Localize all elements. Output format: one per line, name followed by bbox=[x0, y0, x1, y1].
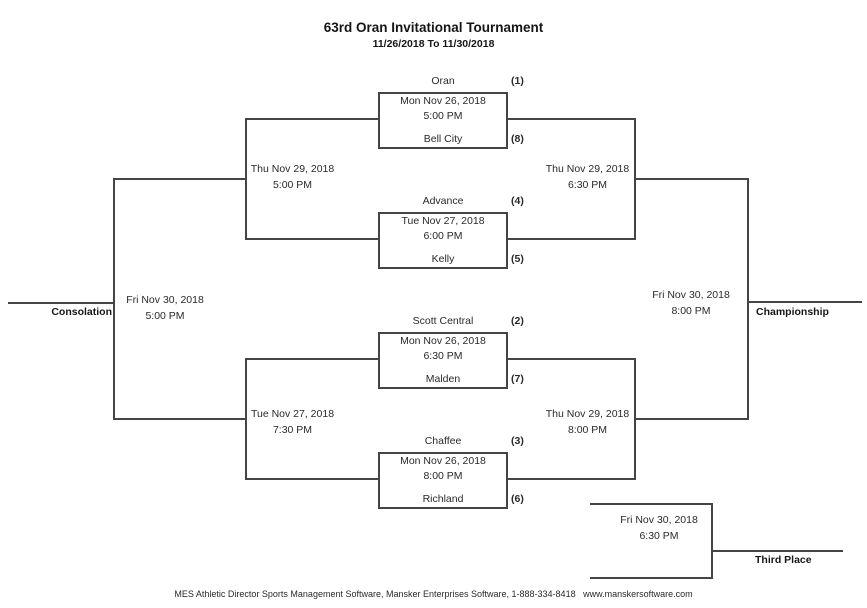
game-box bbox=[378, 212, 508, 269]
consolation-semi1-winner-line bbox=[113, 178, 247, 180]
game-date: Mon Nov 26, 2018 bbox=[400, 95, 486, 107]
team-name-top: Scott Central bbox=[412, 315, 474, 327]
game-date: Thu Nov 29, 2018 bbox=[250, 163, 335, 175]
game4-loser-line bbox=[245, 478, 378, 480]
game-date: Mon Nov 26, 2018 bbox=[400, 455, 486, 467]
software-credit-footer: MES Athletic Director Sports Management … bbox=[174, 589, 693, 599]
game4-winner-line bbox=[508, 478, 636, 480]
game-date: Fri Nov 30, 2018 bbox=[126, 294, 204, 306]
third-place-bracket-line bbox=[711, 503, 713, 579]
game-time: 6:00 PM bbox=[423, 230, 463, 242]
team-name-bottom: Bell City bbox=[423, 133, 463, 145]
game-date: Mon Nov 26, 2018 bbox=[400, 335, 486, 347]
round-label-consolation-semi-top: Thu Nov 29, 2018 5:00 PM bbox=[225, 161, 360, 193]
consolation-final-bracket-line bbox=[113, 178, 115, 420]
third-place-feeder-bottom-line bbox=[590, 577, 713, 579]
consolation-line bbox=[8, 302, 115, 304]
game-date: Thu Nov 29, 2018 bbox=[545, 163, 630, 175]
championship-line bbox=[747, 301, 862, 303]
game-time: 5:00 PM bbox=[423, 110, 463, 122]
game-time: 5:00 PM bbox=[272, 179, 313, 191]
championship-label: Championship bbox=[756, 306, 829, 318]
game3-winner-line bbox=[508, 358, 636, 360]
game-time: 7:30 PM bbox=[272, 424, 313, 436]
game-time: 8:00 PM bbox=[671, 305, 711, 317]
third-place-feeder-top-line bbox=[590, 503, 713, 505]
game3-loser-line bbox=[245, 358, 378, 360]
team-name-top: Oran bbox=[431, 75, 455, 87]
seed-number-top: (4) bbox=[511, 195, 524, 207]
seed-number-top: (2) bbox=[511, 315, 524, 327]
game1-winner-line bbox=[508, 118, 636, 120]
team-name-top: Chaffee bbox=[424, 435, 462, 447]
seed-number-bottom: (5) bbox=[511, 253, 524, 265]
third-place-label: Third Place bbox=[755, 554, 812, 566]
round-label-winners-semi-top: Thu Nov 29, 2018 6:30 PM bbox=[520, 161, 655, 193]
semifinal2-winner-line bbox=[634, 418, 749, 420]
semifinal1-winner-line bbox=[634, 178, 749, 180]
consolation-label: Consolation bbox=[51, 306, 112, 318]
game-box bbox=[378, 92, 508, 149]
team-name-bottom: Richland bbox=[422, 493, 464, 505]
game-date: Fri Nov 30, 2018 bbox=[652, 289, 730, 301]
game-time: 6:30 PM bbox=[423, 350, 463, 362]
championship-bracket-line bbox=[747, 178, 749, 420]
seed-number-bottom: (8) bbox=[511, 133, 524, 145]
round-label-championship-final: Fri Nov 30, 2018 8:00 PM bbox=[631, 287, 751, 319]
round-label-consolation-final: Fri Nov 30, 2018 5:00 PM bbox=[105, 292, 225, 324]
game-time: 8:00 PM bbox=[423, 470, 463, 482]
seed-number-top: (1) bbox=[511, 75, 524, 87]
game-time: 6:30 PM bbox=[639, 530, 679, 542]
page-title: 63rd Oran Invitational Tournament bbox=[323, 20, 544, 35]
game-date: Thu Nov 29, 2018 bbox=[545, 408, 630, 420]
tournament-date-range: 11/26/2018 To 11/30/2018 bbox=[372, 38, 495, 50]
round-label-consolation-semi-bottom: Tue Nov 27, 2018 7:30 PM bbox=[225, 406, 360, 438]
seed-number-top: (3) bbox=[511, 435, 524, 447]
game2-winner-line bbox=[508, 238, 636, 240]
game-date: Fri Nov 30, 2018 bbox=[620, 514, 698, 526]
game-time: 5:00 PM bbox=[145, 310, 185, 322]
game-date: Tue Nov 27, 2018 bbox=[401, 215, 485, 227]
game2-loser-line bbox=[245, 238, 378, 240]
game-time: 8:00 PM bbox=[567, 424, 608, 436]
round-label-winners-semi-bottom: Thu Nov 29, 2018 8:00 PM bbox=[520, 406, 655, 438]
round-label-third-place: Fri Nov 30, 2018 6:30 PM bbox=[599, 512, 719, 544]
team-name-bottom: Kelly bbox=[431, 253, 455, 265]
game-box bbox=[378, 332, 508, 389]
seed-number-bottom: (7) bbox=[511, 373, 524, 385]
game1-loser-line bbox=[245, 118, 378, 120]
third-place-line bbox=[711, 550, 843, 552]
game-box bbox=[378, 452, 508, 509]
game-date: Tue Nov 27, 2018 bbox=[250, 408, 335, 420]
consolation-semi2-winner-line bbox=[113, 418, 247, 420]
team-name-top: Advance bbox=[422, 195, 464, 207]
seed-number-bottom: (6) bbox=[511, 493, 524, 505]
team-name-bottom: Malden bbox=[425, 373, 461, 385]
game-time: 6:30 PM bbox=[567, 179, 608, 191]
